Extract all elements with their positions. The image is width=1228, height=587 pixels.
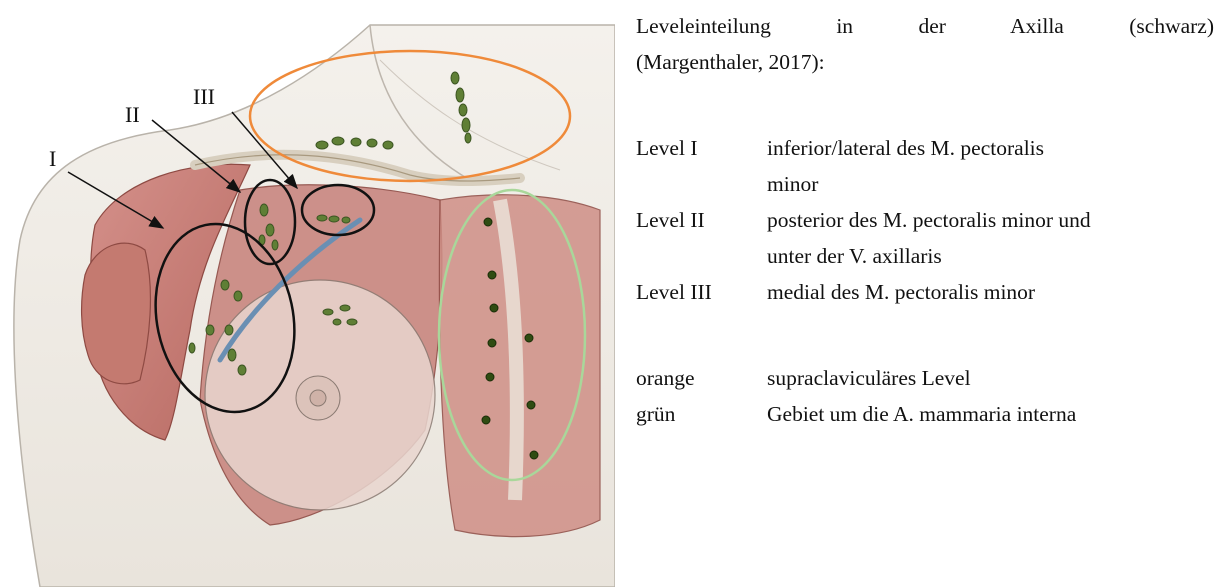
legend-title-source: (Margenthaler, 2017): <box>636 44 1216 80</box>
legend-desc: Gebiet um die A. mammaria interna <box>767 396 1216 432</box>
legend-desc-line: posterior des M. pectoralis minor und <box>767 202 1216 238</box>
anatomy-figure: I II III <box>0 0 615 587</box>
legend-row-level-2: Level II posterior des M. pectoralis min… <box>636 202 1216 274</box>
legend-row-level-1: Level I inferior/lateral des M. pectoral… <box>636 130 1216 202</box>
legend-title: Leveleinteilung in der Axilla (schwarz) <box>636 8 1214 44</box>
legend-panel: Leveleinteilung in der Axilla (schwarz) … <box>636 8 1216 432</box>
legend-term: Level II <box>636 202 767 274</box>
legend-desc-line: medial des M. pectoralis minor <box>767 274 1216 310</box>
legend-desc: posterior des M. pectoralis minor und un… <box>767 202 1216 274</box>
legend-desc-line: minor <box>767 166 1216 202</box>
legend-row-green: grün Gebiet um die A. mammaria interna <box>636 396 1216 432</box>
legend-term: orange <box>636 360 767 396</box>
legend-term: Level III <box>636 274 767 310</box>
label-level-3: III <box>193 84 215 109</box>
arm-stump <box>82 243 151 384</box>
legend-term: grün <box>636 396 767 432</box>
legend-desc-line: inferior/lateral des M. pectoralis <box>767 130 1216 166</box>
legend-desc: medial des M. pectoralis minor <box>767 274 1216 310</box>
legend-desc: inferior/lateral des M. pectoralis minor <box>767 130 1216 202</box>
legend-row-level-3: Level III medial des M. pectoralis minor <box>636 274 1216 310</box>
legend-term: Level I <box>636 130 767 202</box>
label-level-1: I <box>49 146 56 171</box>
legend-desc-line: unter der V. axillaris <box>767 238 1216 274</box>
legend-desc: supraclaviculäres Level <box>767 360 1216 396</box>
legend-row-orange: orange supraclaviculäres Level <box>636 360 1216 396</box>
label-level-2: II <box>125 102 140 127</box>
